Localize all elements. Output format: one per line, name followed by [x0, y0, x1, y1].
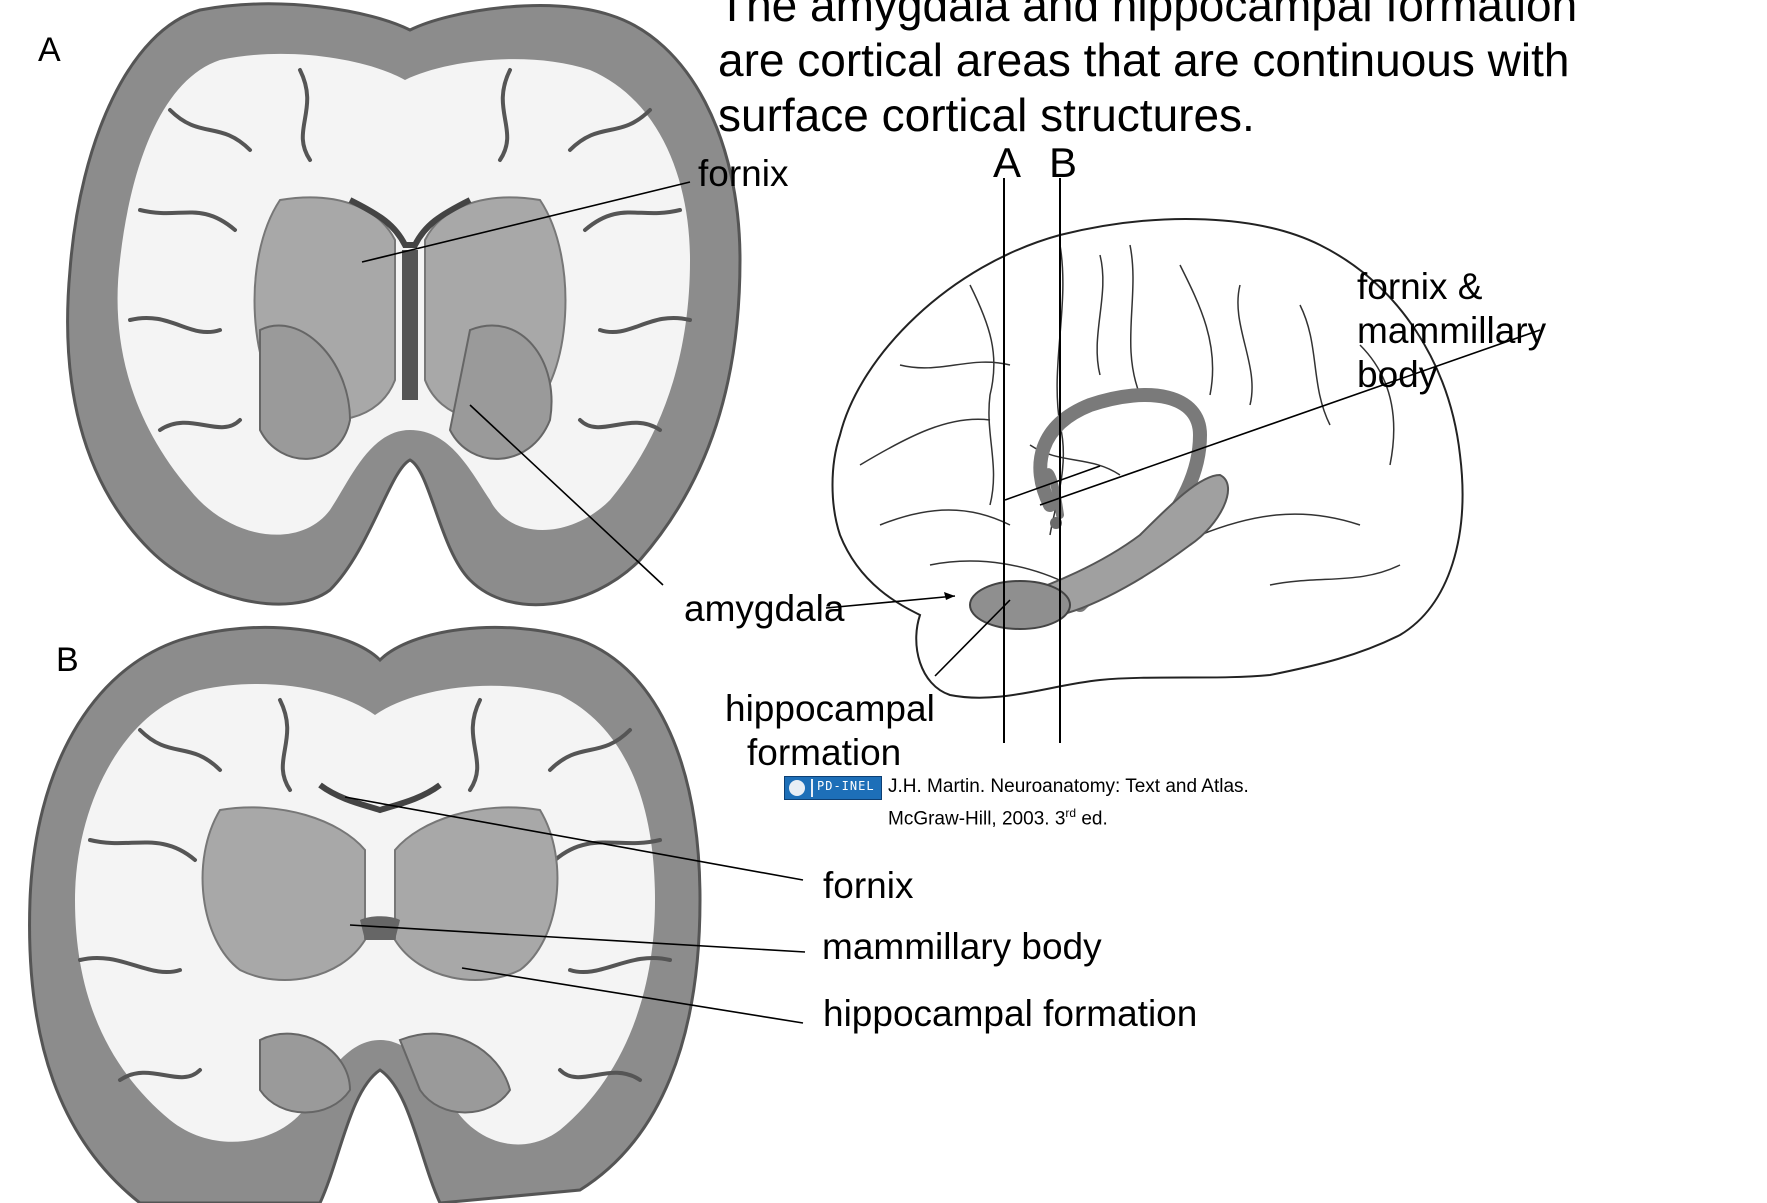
label-fornix-mammillary: fornix & mammillary body — [1357, 265, 1546, 397]
citation-line-1: J.H. Martin. Neuroanatomy: Text and Atla… — [888, 773, 1249, 800]
citation-line-2: McGraw-Hill, 2003. 3rd ed. — [888, 800, 1249, 832]
label-hippocampal-formation-line-2: formation — [725, 731, 935, 775]
label-fornix-bottom: fornix — [823, 864, 913, 908]
license-badge: PD-INEL — [784, 776, 882, 800]
label-hippocampal-formation: hippocampal formation — [725, 687, 935, 775]
label-fornix-mammillary-line-2: mammillary — [1357, 309, 1546, 353]
label-amygdala: amygdala — [684, 587, 844, 631]
label-hippocampal-formation-bottom: hippocampal formation — [823, 992, 1197, 1036]
label-mammillary-body: mammillary body — [822, 925, 1102, 969]
label-fornix-top: fornix — [698, 152, 788, 196]
license-icon — [789, 780, 805, 796]
citation: J.H. Martin. Neuroanatomy: Text and Atla… — [888, 773, 1249, 832]
license-badge-text: PD-INEL — [817, 779, 875, 793]
label-fornix-mammillary-line-3: body — [1357, 353, 1546, 397]
label-fornix-mammillary-line-1: fornix & — [1357, 265, 1546, 309]
label-hippocampal-formation-line-1: hippocampal — [725, 687, 935, 731]
